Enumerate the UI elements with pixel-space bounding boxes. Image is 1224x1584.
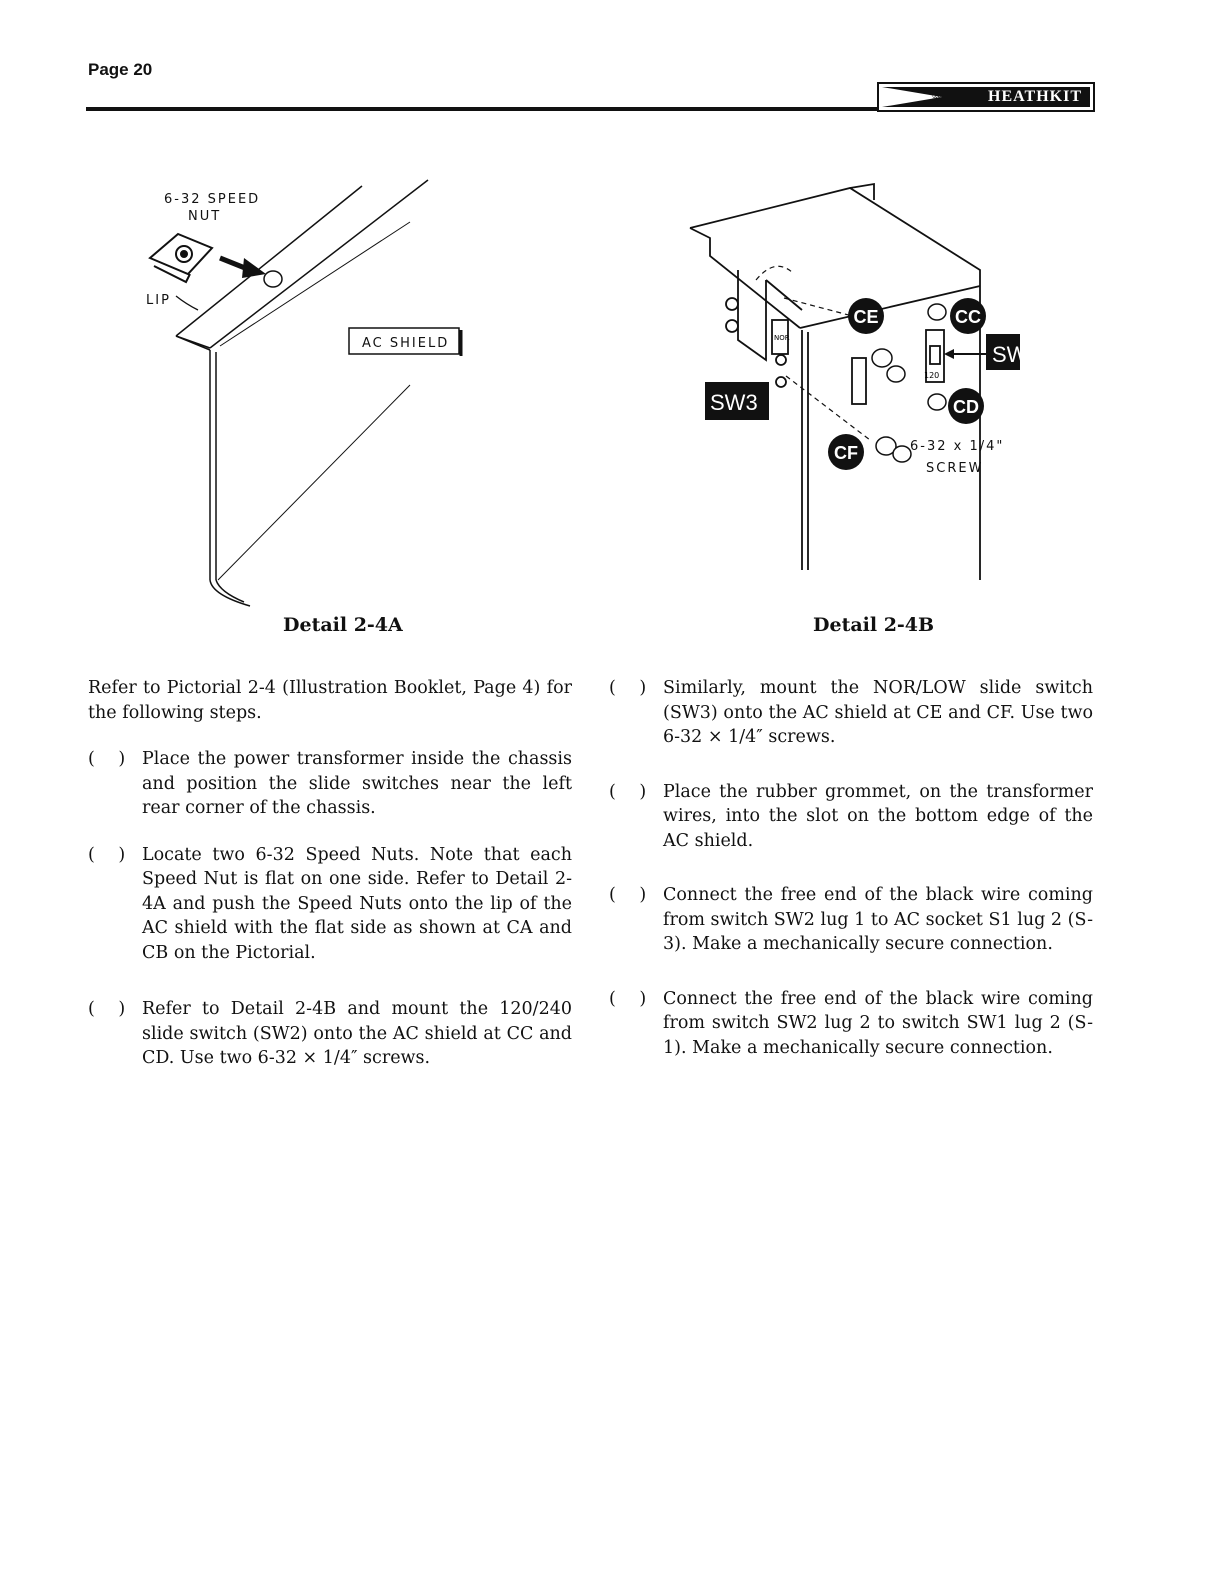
screw-label-1: 6-32 x 1/4" [910, 439, 1004, 454]
detail-2-4b-caption: Detail 2-4B [813, 614, 935, 636]
screw-icon [871, 303, 947, 463]
detail-2-4a-figure: 6-32 SPEED NUT LIP AC SHIELD [140, 170, 480, 610]
switch-mark-nor: NOR [774, 334, 790, 342]
step-text: Connect the free end of the black wire c… [663, 885, 1093, 954]
tag-ce-badge [848, 298, 884, 334]
speed-nut-label-1: 6-32 SPEED [164, 192, 260, 207]
checkbox[interactable]: ( ) [609, 988, 656, 1009]
speed-nut-label-2: NUT [188, 209, 221, 224]
step-text: Similarly, mount the NOR/LOW slide switc… [663, 678, 1093, 747]
logo-text: HEATHKIT [988, 88, 1082, 105]
step-speed-nuts: ( ) Locate two 6-32 Speed Nuts. Note tha… [88, 843, 572, 966]
right-column: ( ) Similarly, mount the NOR/LOW slide s… [609, 676, 1093, 1082]
atom-icon: ⚛ [930, 89, 944, 107]
tag-cf: CF [834, 443, 858, 463]
step-text: Locate two 6-32 Speed Nuts. Note that ea… [142, 844, 572, 963]
switch-mark-120: 120 [924, 371, 939, 380]
sw2-label: SW2 [992, 342, 1020, 367]
heathkit-logo: ⚛ HEATHKIT [877, 82, 1095, 112]
checkbox[interactable]: ( ) [609, 885, 656, 905]
detail-2-4b-figure: CE CC CD CF SW2 SW3 120 NOR 6-32 x 1/4" … [680, 170, 1020, 580]
checkbox[interactable]: ( ) [88, 999, 135, 1019]
tag-cd: CD [953, 397, 979, 417]
step-connect-sw2-lug1: ( ) Connect the free end of the black wi… [609, 883, 1093, 957]
sw3-label: SW3 [710, 390, 758, 415]
step-mount-sw2: ( ) Refer to Detail 2-4B and mount the 1… [88, 997, 572, 1071]
step-mount-sw3: ( ) Similarly, mount the NOR/LOW slide s… [609, 676, 1093, 750]
step-grommet: ( ) Place the rubber grommet, on the tra… [609, 780, 1093, 854]
header-rule [86, 107, 878, 111]
step-text: Connect the free end of the black wire c… [663, 988, 1093, 1058]
tag-cf-badge [828, 434, 864, 470]
detail-2-4a-caption: Detail 2-4A [283, 614, 403, 636]
tag-ce: CE [853, 307, 878, 327]
step-text: Refer to Detail 2-4B and mount the 120/2… [142, 999, 572, 1068]
page-number: Page 20 [88, 60, 153, 79]
checkbox[interactable]: ( ) [609, 781, 656, 802]
speed-nut-icon [148, 232, 214, 284]
left-column: Refer to Pictorial 2-4 (Illustration Boo… [88, 676, 572, 1093]
checkbox[interactable]: ( ) [609, 678, 656, 698]
lip-label: LIP [146, 293, 171, 308]
screw-label-2: SCREW [926, 461, 983, 476]
tag-cd-badge [948, 388, 984, 424]
checkbox[interactable]: ( ) [88, 844, 135, 865]
checkbox[interactable]: ( ) [88, 749, 135, 769]
step-connect-sw2-lug2: ( ) Connect the free end of the black wi… [609, 987, 1093, 1061]
step-text: Place the power transformer inside the c… [142, 749, 572, 818]
step-place-transformer: ( ) Place the power transformer inside t… [88, 747, 572, 821]
arrow-icon [219, 255, 266, 278]
tag-cc: CC [955, 307, 981, 327]
tag-cc-badge [950, 298, 986, 334]
intro-paragraph: Refer to Pictorial 2-4 (Illustration Boo… [88, 678, 572, 723]
ac-shield-label: AC SHIELD [362, 336, 449, 351]
step-text: Place the rubber grommet, on the transfo… [663, 781, 1093, 851]
